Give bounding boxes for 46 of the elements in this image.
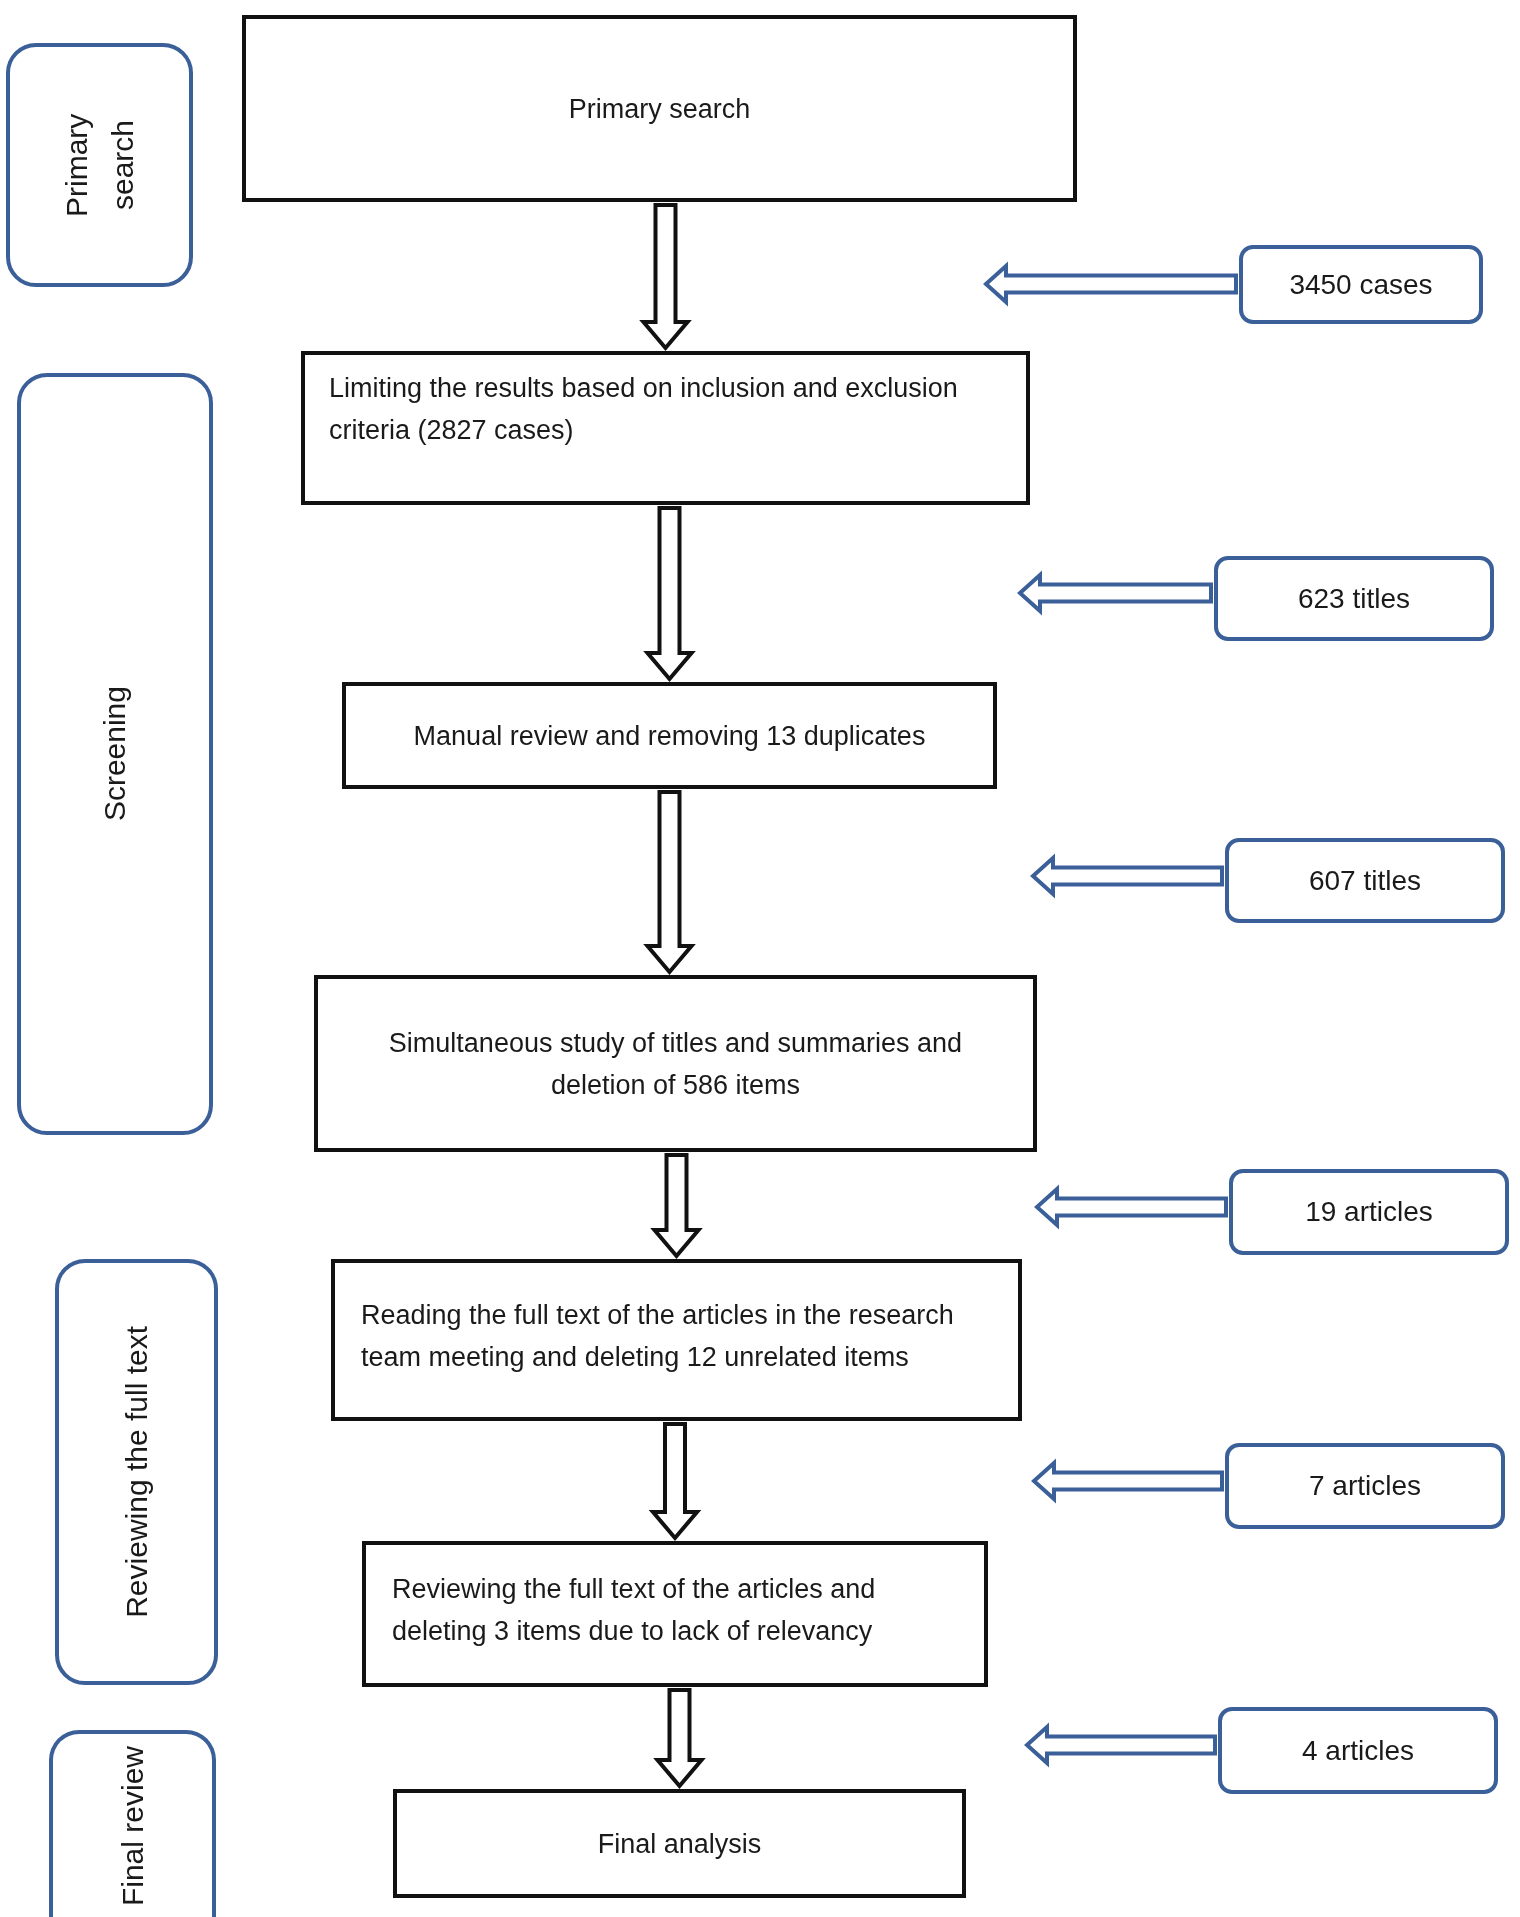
stage-box	[49, 1730, 216, 1917]
block-arrow	[1031, 1458, 1224, 1504]
stage-box	[17, 373, 213, 1135]
count-box	[1225, 1443, 1505, 1529]
stage-label: Final review	[114, 1746, 150, 1907]
step-text: Final analysis	[597, 1827, 762, 1861]
block-arrow	[1024, 1722, 1217, 1768]
step-text: Primary search	[568, 92, 751, 126]
step-text: Limiting the results based on inclusion and exclusion criteria (2827 cases)	[329, 372, 959, 447]
step-text: Reviewing the full text of the articles and deleting 3 items due to lack of relevancy	[392, 1573, 877, 1648]
block-arrow	[1030, 853, 1224, 899]
stage-box	[6, 43, 193, 287]
step-text: Manual review and removing 13 duplicates	[413, 719, 926, 753]
count-text: 3450 cases	[1289, 267, 1433, 302]
stage-label: Primary search	[58, 112, 140, 219]
stage-box	[55, 1259, 218, 1685]
block-arrow	[650, 1153, 703, 1260]
block-arrow	[643, 790, 696, 976]
step-text: Simultaneous study of titles and summaries and deletion of 586 items	[387, 1026, 964, 1102]
block-arrow	[1017, 570, 1213, 616]
process-box	[314, 975, 1037, 1152]
count-box	[1239, 245, 1483, 324]
count-text: 4 articles	[1301, 1733, 1414, 1768]
block-arrow	[639, 203, 692, 352]
process-box	[331, 1259, 1022, 1421]
count-box	[1218, 1707, 1498, 1794]
block-arrow	[643, 506, 696, 683]
count-box	[1229, 1169, 1509, 1255]
stage-label: Reviewing the full text	[118, 1326, 154, 1618]
block-arrow	[648, 1422, 702, 1542]
count-text: 607 titles	[1308, 863, 1422, 898]
process-box	[342, 682, 997, 789]
step-text: Reading the full text of the articles in the research team meeting and deleting 12 unrelated items	[361, 1299, 955, 1374]
stage-label: Screening	[97, 686, 132, 822]
count-box	[1214, 556, 1494, 641]
block-arrow	[983, 261, 1238, 307]
process-box	[301, 351, 1030, 505]
process-box	[393, 1789, 966, 1898]
block-arrow	[1034, 1184, 1228, 1230]
count-text: 7 articles	[1308, 1469, 1421, 1503]
process-box	[362, 1541, 988, 1687]
block-arrow	[653, 1688, 706, 1790]
count-text: 623 titles	[1297, 581, 1411, 616]
count-text: 19 articles	[1305, 1195, 1433, 1229]
process-box	[242, 15, 1077, 202]
count-box	[1225, 838, 1505, 923]
